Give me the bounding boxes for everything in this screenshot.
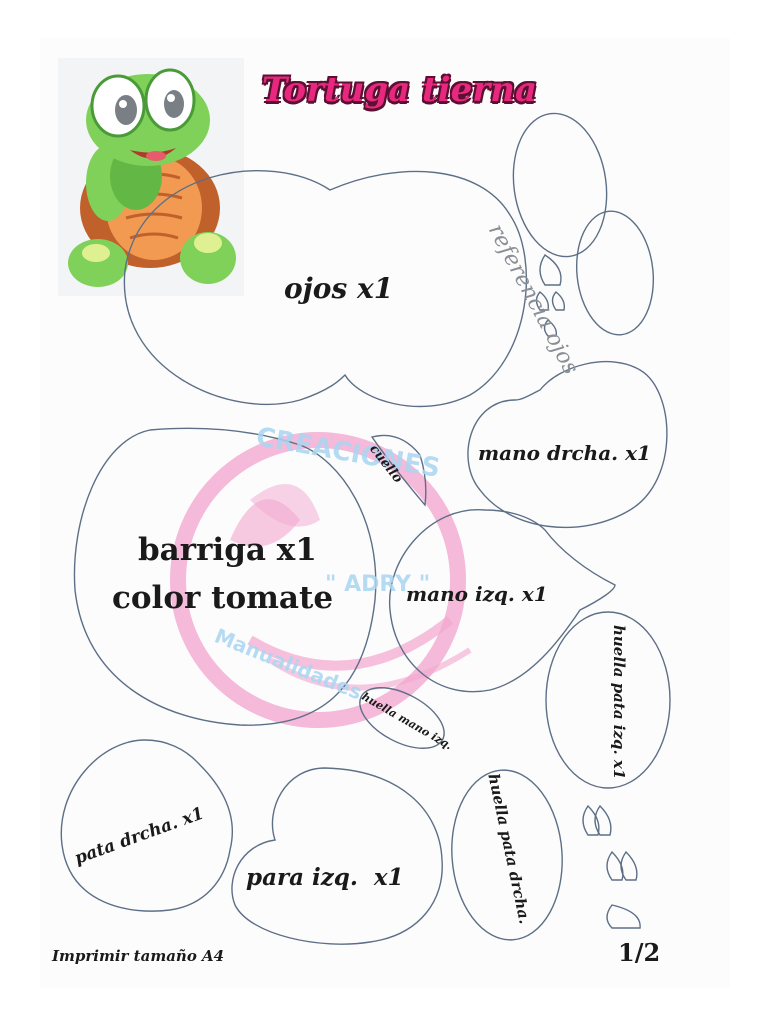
left-hand-label: mano izq. x1 xyxy=(406,582,548,606)
right-hand-label: mano drcha. x1 xyxy=(478,441,651,465)
belly-label-line-2: color tomate xyxy=(112,580,334,616)
reference-pupil-3 xyxy=(551,291,566,311)
page-number: 1/2 xyxy=(618,938,661,967)
eyes-piece-outline xyxy=(123,170,527,408)
reference-pupil-1 xyxy=(539,254,562,286)
reference-pupil-4 xyxy=(543,319,558,337)
left-paw-print-outline xyxy=(545,611,671,789)
left-paw-outline xyxy=(231,767,443,945)
belly-label-line-1: barriga x1 xyxy=(138,532,317,568)
toe-piece-5 xyxy=(606,904,641,929)
belly-outline xyxy=(73,427,377,726)
left-hand-print-outline xyxy=(359,687,445,749)
page-title: Tortuga tierna xyxy=(262,70,537,110)
toe-piece-4 xyxy=(620,850,638,881)
reference-eye-outline-2 xyxy=(575,210,655,336)
eyes-label: ojos x1 xyxy=(284,272,394,305)
left-paw-label: para izq. x1 xyxy=(246,864,404,891)
reference-pupil-2 xyxy=(535,291,550,311)
right-paw-outline xyxy=(60,739,233,912)
print-note: Imprimir tamaño A4 xyxy=(52,947,225,965)
toe-piece-1 xyxy=(582,804,600,836)
neck-outline xyxy=(370,434,427,507)
left-paw-print-label: huella pata izq. x1 xyxy=(610,625,628,780)
left-hand-outline xyxy=(388,509,616,693)
reference-eye-outline-1 xyxy=(512,112,608,258)
right-paw-print-outline xyxy=(451,769,563,941)
toe-piece-2 xyxy=(594,804,612,836)
right-hand-outline xyxy=(467,361,668,529)
watermark-line-2: " ADRY " xyxy=(325,572,431,597)
toe-piece-3 xyxy=(606,850,624,881)
